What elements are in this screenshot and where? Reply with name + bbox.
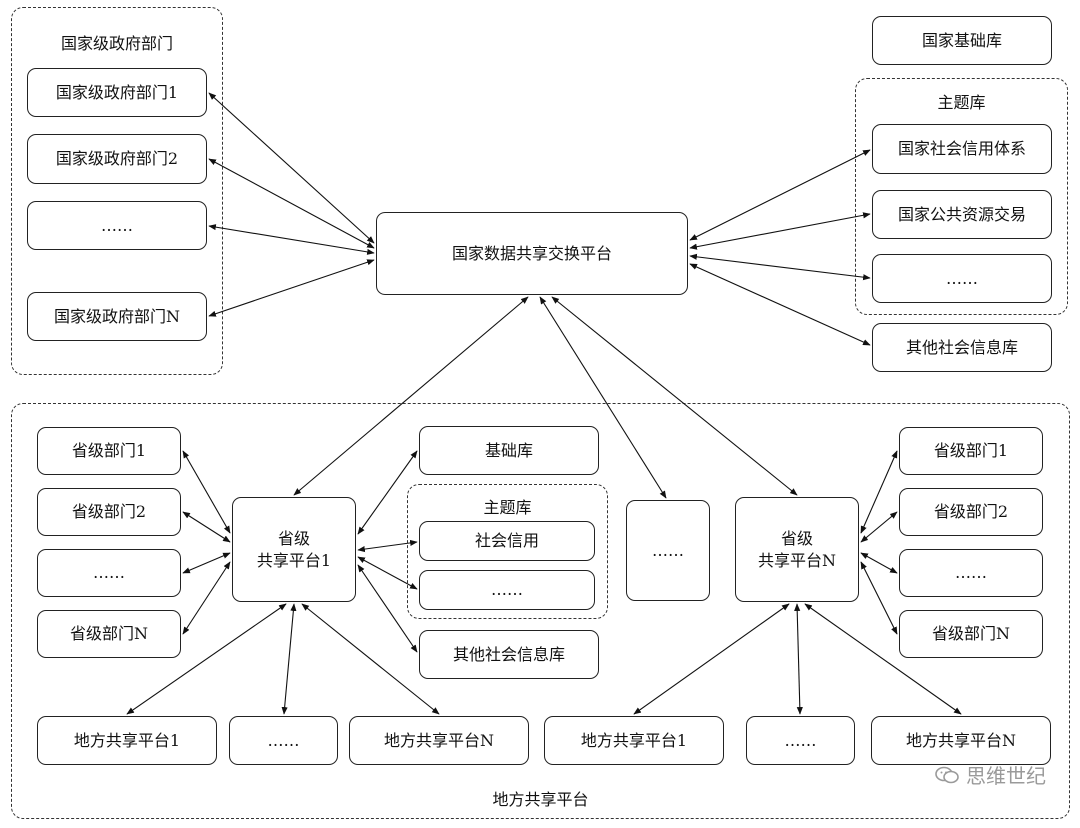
edge-platform-prov-left <box>293 296 529 496</box>
edge-natgov-ellipsis-platform <box>208 224 375 255</box>
edge-provleft-localn <box>301 603 440 715</box>
prov-left-platform: 省级 共享平台1 <box>232 497 356 602</box>
edge-provleft-dept-ellipsis <box>182 552 231 574</box>
edge-provright-deptn <box>860 561 898 635</box>
local-right-ellipsis: …… <box>746 716 855 765</box>
prov-right-platform-line2: 共享平台N <box>757 550 836 570</box>
watermark-text: 思维世纪 <box>966 764 1046 788</box>
local-right-1: 地方共享平台1 <box>544 716 724 765</box>
local-left-ellipsis: …… <box>229 716 338 765</box>
theme-ellipsis: …… <box>872 254 1052 303</box>
prov-left-dept-ellipsis: …… <box>37 549 181 597</box>
theme-lib-title: 主题库 <box>937 93 986 112</box>
local-platform-group-title: 地方共享平台 <box>492 790 589 809</box>
edge-natgov1-platform <box>208 92 375 244</box>
prov-left-dept-1: 省级部门1 <box>37 427 181 475</box>
edge-platform-prov-middle <box>539 296 667 499</box>
theme-credit-system: 国家社会信用体系 <box>872 124 1052 174</box>
prov-left-platform-line2: 共享平台1 <box>256 550 332 570</box>
edge-provright-localn <box>804 603 962 715</box>
wechat-icon <box>935 766 959 783</box>
national-gov-group-title: 国家级政府部门 <box>60 34 173 53</box>
national-data-platform: 国家数据共享交换平台 <box>376 212 688 295</box>
edge-platform-public <box>689 212 871 250</box>
national-gov-dept-2: 国家级政府部门2 <box>27 134 207 184</box>
provincial-theme-lib-title: 主题库 <box>483 498 532 517</box>
edge-platform-prov-right <box>551 296 798 496</box>
watermark: 思维世纪 <box>934 760 1046 789</box>
edge-provright-dept-ellipsis <box>860 552 898 574</box>
local-left-1: 地方共享平台1 <box>37 716 217 765</box>
edge-platform-theme-ellipsis <box>689 253 871 281</box>
edge-provleft-other <box>357 564 418 653</box>
edge-provleft-local1 <box>126 603 287 715</box>
edge-provright-local1 <box>633 603 790 715</box>
national-base-lib: 国家基础库 <box>872 16 1052 65</box>
national-gov-dept-ellipsis: …… <box>27 201 207 250</box>
edge-provleft-baselib <box>357 450 418 535</box>
theme-public-resource: 国家公共资源交易 <box>872 190 1052 239</box>
edge-provleft-dept2 <box>182 511 231 543</box>
prov-right-dept-ellipsis: …… <box>899 549 1043 597</box>
national-gov-dept-n-label: 国家级政府部门N <box>53 306 180 326</box>
national-gov-dept-1: 国家级政府部门1 <box>27 68 207 117</box>
prov-left-dept-2: 省级部门2 <box>37 488 181 536</box>
edge-provleft-dept1 <box>182 450 231 534</box>
local-right-n: 地方共享平台N <box>871 716 1051 765</box>
edge-natgovn-platform <box>208 259 375 317</box>
edge-natgov2-platform <box>208 158 375 249</box>
edge-provleft-local-ellipsis <box>281 603 297 715</box>
prov-left-platform-line1: 省级 <box>277 528 310 548</box>
prov-right-platform: 省级 共享平台N <box>735 497 859 602</box>
prov-left-theme-ellipsis: …… <box>419 570 595 610</box>
edge-platform-credit <box>689 149 871 241</box>
other-social-lib: 其他社会信息库 <box>872 323 1052 372</box>
edge-provright-dept2 <box>860 511 898 543</box>
edge-platform-other <box>689 263 871 346</box>
national-gov-dept-n: 国家级政府部门N <box>27 292 207 341</box>
edge-provright-local-ellipsis <box>794 603 803 715</box>
edge-provleft-credit <box>357 539 418 553</box>
prov-right-dept-1: 省级部门1 <box>899 427 1043 475</box>
prov-right-platform-line1: 省级 <box>780 528 813 548</box>
edge-provleft-theme-ellipsis <box>357 556 418 590</box>
prov-left-theme-credit: 社会信用 <box>419 521 595 561</box>
prov-left-other-lib: 其他社会信息库 <box>419 630 599 679</box>
edge-provleft-deptn <box>182 561 231 635</box>
prov-middle-ellipsis: …… <box>626 500 710 601</box>
edge-provright-dept1 <box>860 450 898 534</box>
local-left-n: 地方共享平台N <box>349 716 529 765</box>
prov-right-dept-2: 省级部门2 <box>899 488 1043 536</box>
